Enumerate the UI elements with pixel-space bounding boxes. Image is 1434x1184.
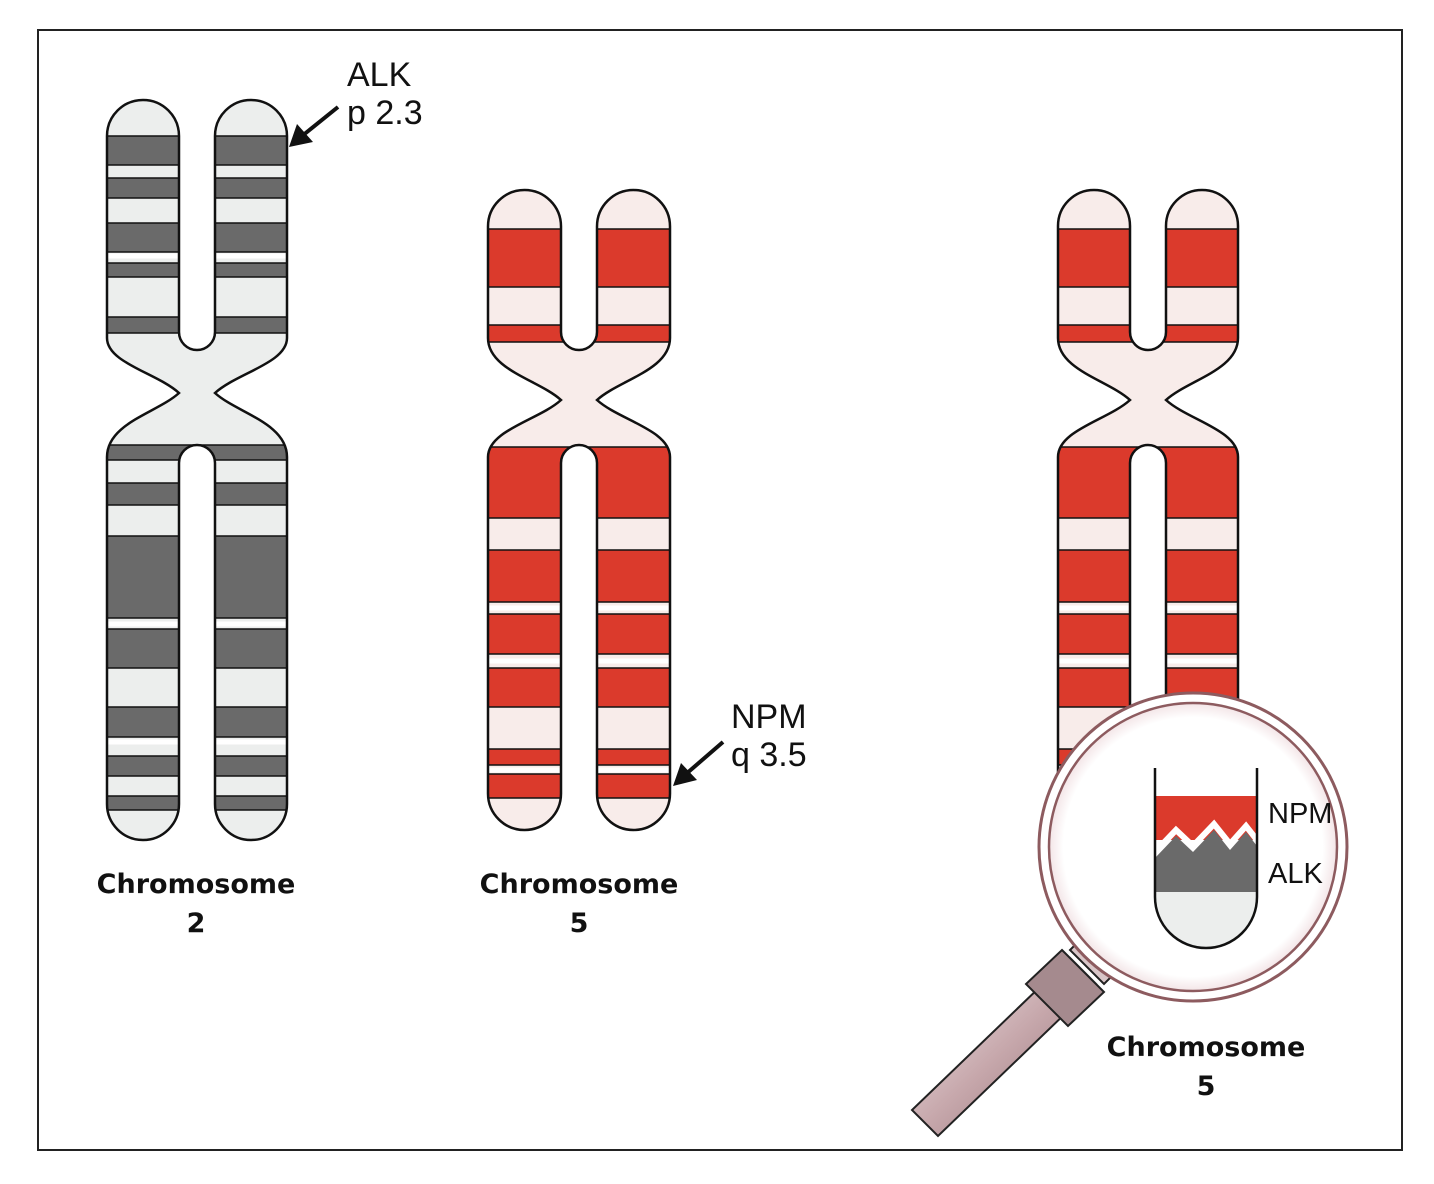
npm-arrow-line	[684, 740, 725, 776]
caption-derivative-chromosome-5-title: Chromosome	[1107, 1032, 1306, 1063]
fusion-light-tail	[1155, 892, 1257, 948]
caption-chromosome-2-number: 2	[187, 908, 206, 939]
caption-chromosome-5-title: Chromosome	[480, 869, 679, 900]
caption-chromosome-5: Chromosome 5	[480, 869, 679, 939]
caption-chromosome-5-number: 5	[570, 908, 589, 939]
fusion-segment	[1152, 768, 1260, 950]
npm-locus-label: q 3.5	[731, 736, 807, 774]
npm-label: NPM	[731, 698, 807, 736]
fusion-breakpoint-zigzag	[1152, 819, 1260, 855]
caption-derivative-chromosome-5: Chromosome 5	[1107, 1032, 1306, 1102]
npm-callout: NPM q 3.5	[673, 698, 807, 786]
alk-callout: ALK p 2.3	[289, 56, 423, 147]
caption-chromosome-2-title: Chromosome	[97, 869, 296, 900]
alk-arrow-line	[300, 105, 340, 138]
magnifier-alk-label: ALK	[1268, 858, 1323, 890]
caption-derivative-chromosome-5-number: 5	[1197, 1071, 1216, 1102]
alk-locus-label: p 2.3	[347, 94, 423, 132]
fusion-alk-region	[1155, 830, 1257, 892]
alk-label: ALK	[347, 56, 412, 94]
magnifier-npm-label: NPM	[1268, 798, 1332, 830]
magnifying-glass-icon: NPM ALK	[910, 691, 1349, 1138]
caption-chromosome-2: Chromosome 2	[97, 869, 296, 939]
alk-arrow-head	[289, 124, 313, 147]
npm-arrow-head	[673, 763, 697, 786]
fusion-segment-outline	[1153, 768, 1259, 950]
